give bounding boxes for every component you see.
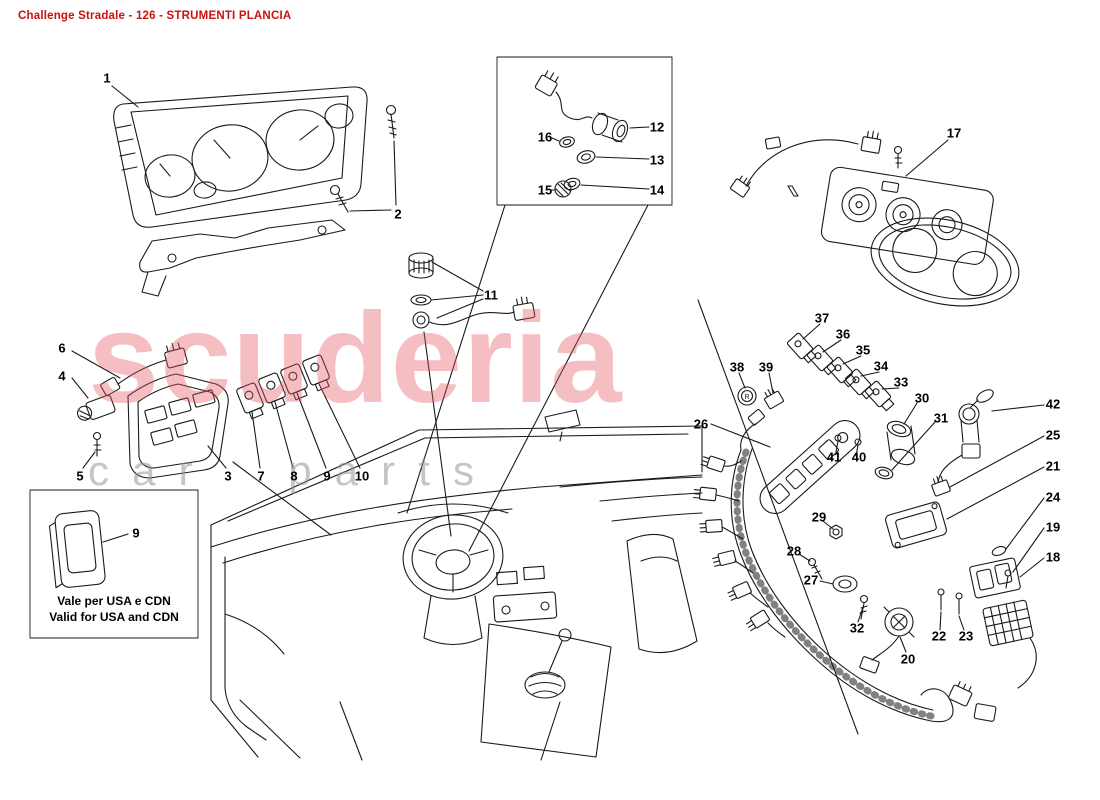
sensor-group-art [408, 252, 536, 537]
climate-control-art [730, 130, 1020, 307]
part-number-6: 6 [58, 340, 66, 356]
part-number-3: 3 [224, 468, 232, 484]
part-number-7: 7 [257, 468, 265, 484]
part-number-22: 22 [931, 628, 947, 644]
usa-cdn-note: Vale per USA e CDN Valid for USA and CDN [30, 593, 198, 625]
part-number-42: 42 [1045, 396, 1061, 412]
part-number-2: 2 [394, 206, 402, 222]
part-number-18: 18 [1045, 549, 1061, 565]
left-switches-art [71, 342, 361, 479]
part-number-35: 35 [855, 342, 871, 358]
part-number-23: 23 [958, 628, 974, 644]
usa-note-box-art [29, 489, 199, 639]
part-number-38: 38 [729, 359, 745, 375]
part-number-30: 30 [914, 390, 930, 406]
part-number-5: 5 [76, 468, 84, 484]
part-number-32: 32 [849, 620, 865, 636]
part-number-36: 36 [835, 326, 851, 342]
part-number-27: 27 [803, 572, 819, 588]
part-number-33: 33 [893, 374, 909, 390]
part-number-21: 21 [1045, 458, 1061, 474]
switch-r-glyph: R [744, 394, 749, 401]
part-number-14: 14 [649, 182, 665, 198]
instrument-cluster-art [111, 85, 397, 297]
part-number-25: 25 [1045, 427, 1061, 443]
part-number-9: 9 [132, 525, 140, 541]
part-number-10: 10 [354, 468, 370, 484]
part-number-41: 41 [826, 449, 842, 465]
ignition-switch-art [406, 56, 673, 552]
part-number-31: 31 [933, 410, 949, 426]
part-number-11: 11 [484, 287, 498, 303]
part-number-17: 17 [946, 125, 962, 141]
part-number-29: 29 [811, 509, 827, 525]
part-number-40: 40 [851, 449, 867, 465]
page-title: Challenge Stradale - 126 - STRUMENTI PLA… [18, 10, 292, 22]
part-number-28: 28 [786, 543, 802, 559]
part-number-8: 8 [290, 468, 298, 484]
part-number-39: 39 [758, 359, 774, 375]
part-number-19: 19 [1045, 519, 1061, 535]
part-number-26: 26 [693, 416, 709, 432]
part-number-15: 15 [537, 182, 553, 198]
part-number-1: 1 [103, 70, 111, 86]
part-number-9: 9 [323, 468, 331, 484]
part-number-16: 16 [537, 129, 553, 145]
part-number-34: 34 [873, 358, 889, 374]
dashboard-interior-art [210, 299, 859, 761]
part-number-12: 12 [649, 119, 665, 135]
part-number-4: 4 [58, 368, 66, 384]
part-number-37: 37 [814, 310, 830, 326]
part-number-20: 20 [900, 651, 916, 667]
harness-art: R [693, 323, 1045, 723]
part-number-13: 13 [649, 152, 665, 168]
usa-cdn-note-line2: Valid for USA and CDN [49, 610, 179, 625]
part-number-24: 24 [1045, 489, 1061, 505]
usa-cdn-note-line1: Vale per USA e CDN [57, 594, 171, 608]
